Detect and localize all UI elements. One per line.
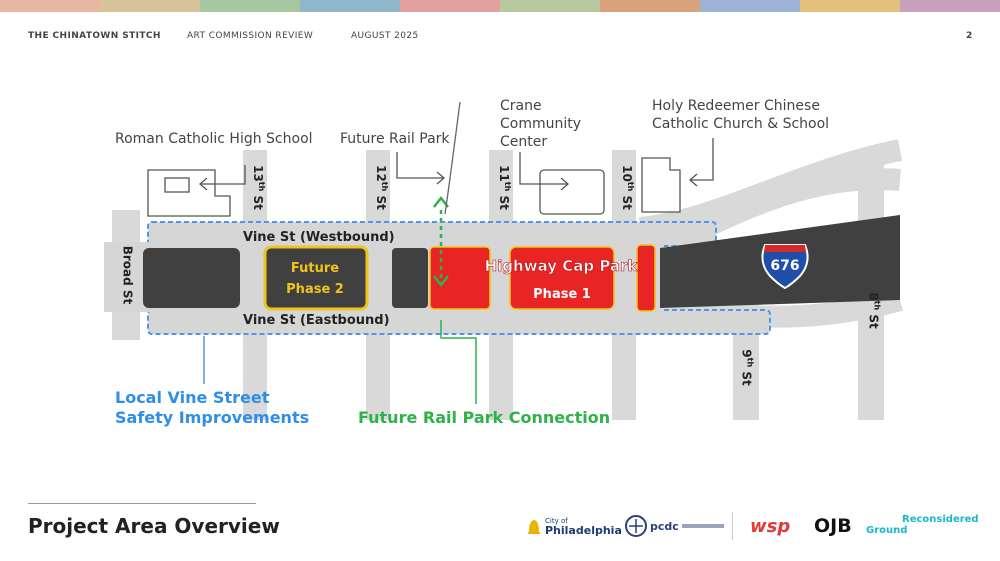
local-improvements-line-2: Safety Improvements <box>115 408 310 427</box>
top-band-segment <box>500 0 600 12</box>
ojb-logo: OJB <box>814 515 852 537</box>
highway-cap-park <box>429 244 656 312</box>
interstate-676-shield: 676 <box>761 244 809 290</box>
highway-segment-west <box>143 248 240 308</box>
ground-reconsidered-logo: Reconsidered Ground <box>866 514 979 542</box>
header-project: THE CHINATOWN STITCH <box>28 31 161 41</box>
philadelphia-text: Philadelphia <box>545 524 622 537</box>
cap-block-east <box>636 244 656 312</box>
vine-eastbound-road <box>147 309 771 335</box>
cap-park-label: Highway Cap Park <box>485 257 639 275</box>
rail-connection-note: Future Rail Park Connection <box>358 408 611 427</box>
interstate-number: 676 <box>770 258 799 274</box>
13th-st-label: 13th St <box>250 165 266 210</box>
top-band-segment <box>200 0 300 12</box>
top-band-segment <box>700 0 800 12</box>
roman-catholic-label: Roman Catholic High School <box>115 131 313 147</box>
10th-st-label: 10th St <box>619 165 635 210</box>
pcdc-logo: pcdc <box>625 512 724 540</box>
city-of-philadelphia-logo: City of Philadelphia <box>526 512 622 540</box>
crane-label-1: Crane <box>500 98 542 114</box>
roman-catholic-building <box>147 169 231 217</box>
11th-st-label: 11th St <box>496 165 512 210</box>
holy-redeemer-label-1: Holy Redeemer Chinese <box>652 98 820 114</box>
8th-st-label: 8th St <box>866 292 882 329</box>
top-band-segment <box>0 0 100 12</box>
highway-segment-mid <box>392 248 428 308</box>
pcdc-tagline-mark <box>681 524 724 528</box>
future-phase-label-1: Future <box>291 261 339 276</box>
crane-building <box>539 169 605 215</box>
12th-st-label: 12th St <box>373 165 389 210</box>
top-band-segment <box>100 0 200 12</box>
holy-redeemer-label-2: Catholic Church & School <box>652 116 830 132</box>
cap-block-phase1 <box>509 246 615 310</box>
callout-arrows <box>199 101 714 215</box>
top-band-segment <box>800 0 900 12</box>
reconsidered-text: Reconsidered <box>902 514 979 525</box>
cap-block-west <box>429 246 491 310</box>
phase-1-label: Phase 1 <box>533 287 591 302</box>
page-number: 2 <box>966 31 973 41</box>
ground-text: Ground <box>866 525 908 536</box>
9th-st-label: 9th St <box>739 349 755 386</box>
top-band-segment <box>400 0 500 12</box>
broad-st-label: Broad St <box>120 245 135 305</box>
vine-eastbound-label: Vine St (Eastbound) <box>243 313 390 328</box>
top-band-segment <box>600 0 700 12</box>
city-of-text: City of <box>545 517 568 525</box>
logo-divider <box>732 512 733 540</box>
future-rail-park-label: Future Rail Park <box>340 131 450 147</box>
pcdc-emblem-icon <box>625 515 647 537</box>
crane-label-2: Community <box>500 116 582 132</box>
header-date: AUGUST 2025 <box>351 31 419 41</box>
top-band-segment <box>300 0 400 12</box>
header-meeting: ART COMMISSION REVIEW <box>187 31 314 41</box>
rail-park-connection <box>433 195 477 404</box>
local-improvements-line-1: Local Vine Street <box>115 388 270 407</box>
wsp-logo: wsp <box>750 515 791 537</box>
page-title: Project Area Overview <box>28 514 280 538</box>
building-callouts <box>147 157 681 217</box>
top-photo-band <box>0 0 1000 12</box>
top-band-segment <box>900 0 1000 12</box>
title-divider <box>28 503 256 504</box>
crane-label-3: Center <box>500 134 548 150</box>
local-improvements-note: Local Vine Street Safety Improvements <box>115 388 309 428</box>
liberty-bell-icon <box>528 520 540 534</box>
vine-westbound-label: Vine St (Westbound) <box>243 230 395 245</box>
pcdc-text: pcdc <box>650 519 679 533</box>
future-phase-label-2: Phase 2 <box>286 282 344 297</box>
holy-redeemer-building <box>641 157 681 213</box>
future-phase-2-area <box>263 245 369 311</box>
